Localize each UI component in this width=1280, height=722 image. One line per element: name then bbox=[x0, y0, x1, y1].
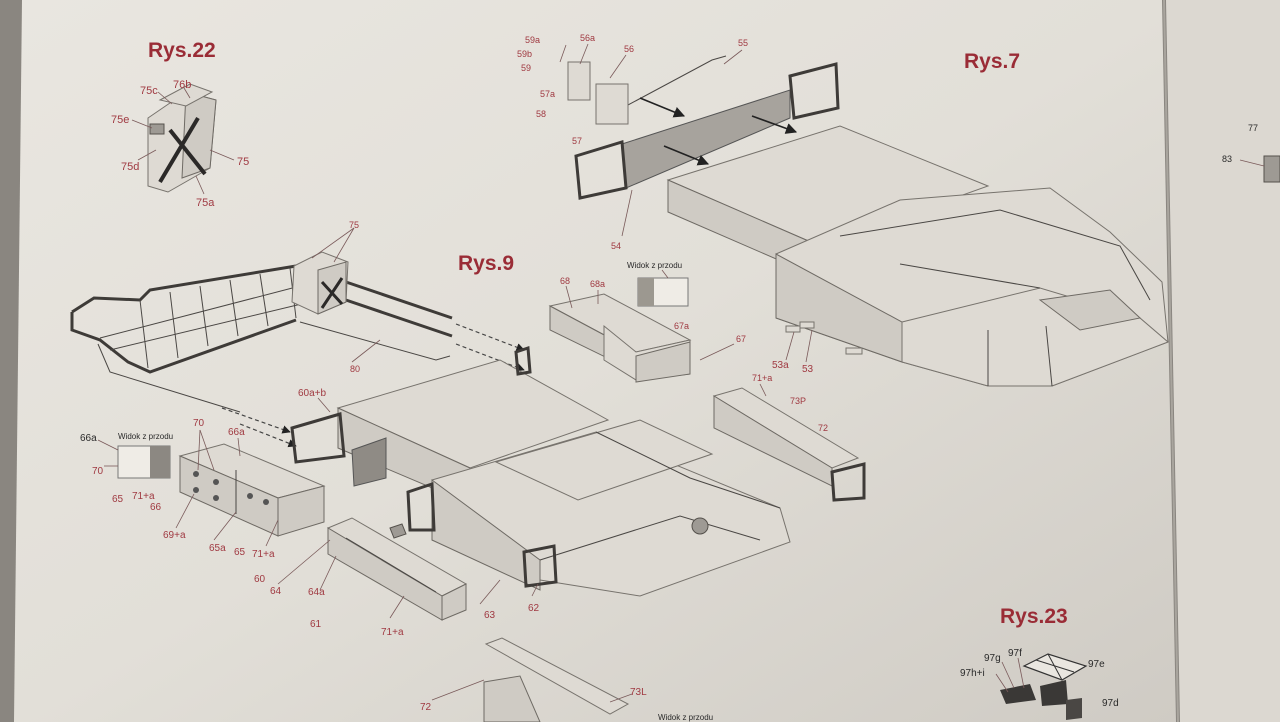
front-view-2 bbox=[97, 439, 171, 479]
part-label: 65 bbox=[112, 494, 124, 505]
rys9-side-box-72 bbox=[712, 383, 866, 502]
part-label: 75 bbox=[349, 220, 359, 230]
part-label: 75a bbox=[196, 197, 215, 209]
part-label: 56 bbox=[624, 44, 634, 54]
part-label: 60 bbox=[254, 574, 266, 585]
part-label: 66a bbox=[228, 427, 245, 438]
rys9-front-hull bbox=[290, 345, 791, 605]
part-label: 65 bbox=[234, 547, 246, 558]
part-label: 68a bbox=[590, 279, 605, 289]
part-label: 53a bbox=[772, 360, 789, 371]
part-label: 71+a bbox=[752, 373, 772, 383]
part-label: 59b bbox=[517, 49, 532, 59]
rys9-bottom-parts bbox=[431, 637, 633, 722]
part-label: 62 bbox=[528, 603, 540, 614]
part-label: 59a bbox=[525, 35, 540, 45]
part-label: 54 bbox=[611, 241, 621, 251]
part-label: 70 bbox=[92, 466, 104, 477]
part-label: 66a bbox=[80, 433, 97, 444]
fig-title-rys22: Rys.22 bbox=[148, 39, 216, 62]
rys22-jerrycan bbox=[131, 83, 235, 195]
part-label: 56a bbox=[580, 33, 595, 43]
part-label: 69+a bbox=[163, 530, 186, 541]
part-label: 57 bbox=[572, 136, 582, 146]
part-label: 97e bbox=[1088, 659, 1105, 670]
part-label: 57a bbox=[540, 89, 555, 99]
part-label: 72 bbox=[420, 702, 432, 713]
part-label: 71+a bbox=[132, 491, 155, 502]
front-view-note-2: Widok z przodu bbox=[118, 432, 173, 441]
rys9-boxes-67-68 bbox=[548, 285, 735, 383]
part-label: 70 bbox=[193, 418, 205, 429]
part-label: 72 bbox=[818, 423, 828, 433]
part-label: 55 bbox=[738, 38, 748, 48]
right-page bbox=[1166, 0, 1280, 722]
part-label: 75 bbox=[237, 156, 249, 168]
part-label: 63 bbox=[484, 610, 496, 621]
part-label: 53 bbox=[802, 364, 814, 375]
rys23-parts bbox=[995, 653, 1088, 720]
rys9-railing bbox=[70, 264, 453, 413]
part-label: 97g bbox=[984, 653, 1001, 664]
front-view-note-1: Widok z przodu bbox=[627, 261, 682, 270]
part-label: 77 bbox=[1248, 123, 1258, 133]
part-label: 64 bbox=[270, 586, 282, 597]
fig-title-rys9: Rys.9 bbox=[458, 252, 514, 275]
part-label: 60a+b bbox=[298, 388, 327, 399]
part-label: 76b bbox=[173, 79, 191, 91]
rys7-plate-54 bbox=[559, 43, 840, 237]
part-label: 83 bbox=[1222, 154, 1232, 164]
part-label: 66 bbox=[150, 502, 162, 513]
right-page-part bbox=[1239, 155, 1280, 183]
rys7-brackets-53 bbox=[785, 321, 863, 363]
part-label: 80 bbox=[350, 364, 360, 374]
part-label: 97f bbox=[1008, 648, 1022, 659]
part-label: 71+a bbox=[252, 549, 275, 560]
part-label: 67 bbox=[736, 334, 746, 344]
part-label: 64a bbox=[308, 587, 325, 598]
part-label: 73P bbox=[790, 396, 806, 406]
part-label: 75d bbox=[121, 161, 139, 173]
front-view-note-3: Widok z przodu bbox=[658, 713, 713, 722]
rys9-small-bracket bbox=[389, 523, 407, 539]
fig-title-rys23: Rys.23 bbox=[1000, 605, 1068, 628]
page-fold bbox=[1163, 0, 1179, 722]
part-label: 61 bbox=[310, 619, 322, 630]
part-label: 65a bbox=[209, 543, 226, 554]
part-label: 73L bbox=[630, 687, 647, 698]
part-label: 68 bbox=[560, 276, 570, 286]
part-label: 71+a bbox=[381, 627, 404, 638]
rys9-boxes-65-66 bbox=[175, 429, 326, 547]
part-label: 97h+i bbox=[960, 668, 985, 679]
part-label: 97d bbox=[1102, 698, 1119, 709]
part-label: 75e bbox=[111, 114, 129, 126]
part-label: 59 bbox=[521, 63, 531, 73]
part-label: 58 bbox=[536, 109, 546, 119]
rys9-rack-61 bbox=[277, 517, 468, 621]
rys9-cans-75 bbox=[291, 227, 355, 315]
part-label: 67a bbox=[674, 321, 689, 331]
fig-title-rys7: Rys.7 bbox=[964, 50, 1020, 73]
front-view-1 bbox=[637, 269, 689, 307]
rys7-hull bbox=[666, 125, 1169, 387]
part-label: 75c bbox=[140, 85, 158, 97]
